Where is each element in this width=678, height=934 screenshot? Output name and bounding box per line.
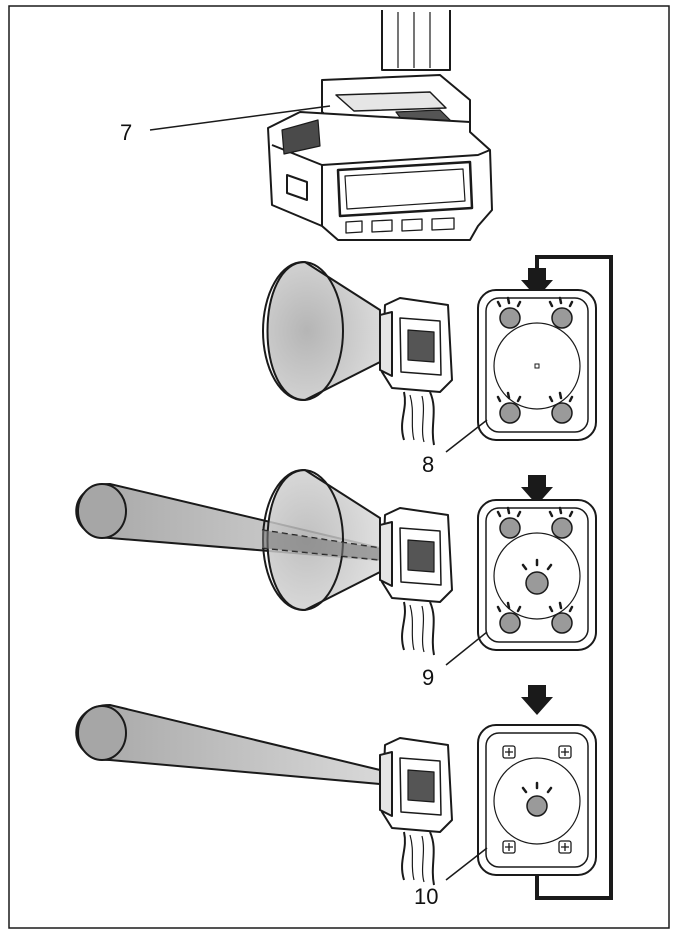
down-arrow-icon xyxy=(521,685,553,715)
lamp-panel-icon xyxy=(477,499,597,651)
lamp-panel-icon xyxy=(477,289,597,441)
wide-beam xyxy=(262,260,381,402)
callout-8: 8 xyxy=(422,452,434,477)
callout-10: 10 xyxy=(414,884,438,909)
leader-line-10 xyxy=(445,847,488,881)
callout-9: 9 xyxy=(422,665,434,690)
spot-beam xyxy=(75,703,381,786)
battery-pack-icon xyxy=(267,10,493,241)
flashlight-icon xyxy=(379,297,453,446)
leader-line-7 xyxy=(149,105,331,131)
mode-cycle-loop xyxy=(535,255,613,900)
leader-line-8 xyxy=(445,419,488,453)
flashlight-icon xyxy=(379,507,453,656)
wide-beam xyxy=(261,468,381,612)
down-arrow-icon xyxy=(521,268,553,298)
callout-7: 7 xyxy=(120,120,132,145)
flashlight-icon xyxy=(379,737,453,886)
down-arrow-icon xyxy=(521,475,553,505)
leader-line-9 xyxy=(445,631,488,666)
page-frame xyxy=(8,5,670,929)
lamp-panel-icon xyxy=(477,724,597,876)
